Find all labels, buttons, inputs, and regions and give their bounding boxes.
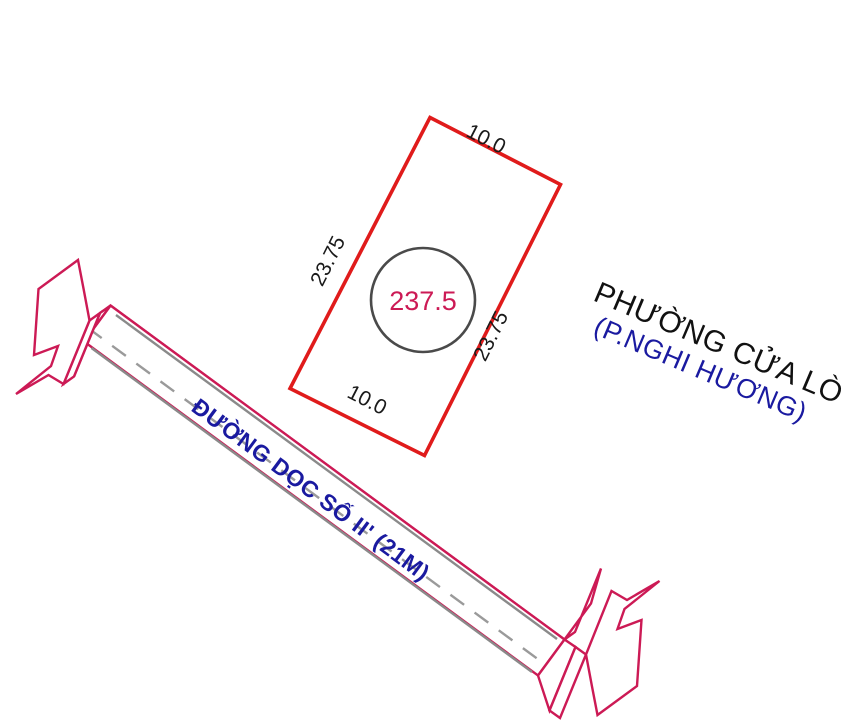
road-end-symbol-left xyxy=(15,257,112,396)
parcel-area-badge: 237.5 xyxy=(369,246,477,354)
road-end-symbol-right xyxy=(536,568,661,720)
dimension-labels: 10.0 23.75 23.75 10.0 xyxy=(306,120,513,420)
area-circle xyxy=(369,246,477,354)
parcel-outline xyxy=(287,115,563,458)
dimension-label-right: 23.75 xyxy=(469,307,513,364)
parcel-group xyxy=(287,115,563,458)
road-inner-line-upper xyxy=(115,314,558,640)
road-name-label: ĐƯỜNG DỌC SỐ II' (21M) xyxy=(187,392,435,586)
road-centerline xyxy=(87,327,555,672)
road-group xyxy=(15,257,661,720)
parcel-area-value: 237.5 xyxy=(389,286,457,316)
road-inner-line-lower xyxy=(90,347,533,673)
dimension-label-bottom: 10.0 xyxy=(344,381,391,420)
